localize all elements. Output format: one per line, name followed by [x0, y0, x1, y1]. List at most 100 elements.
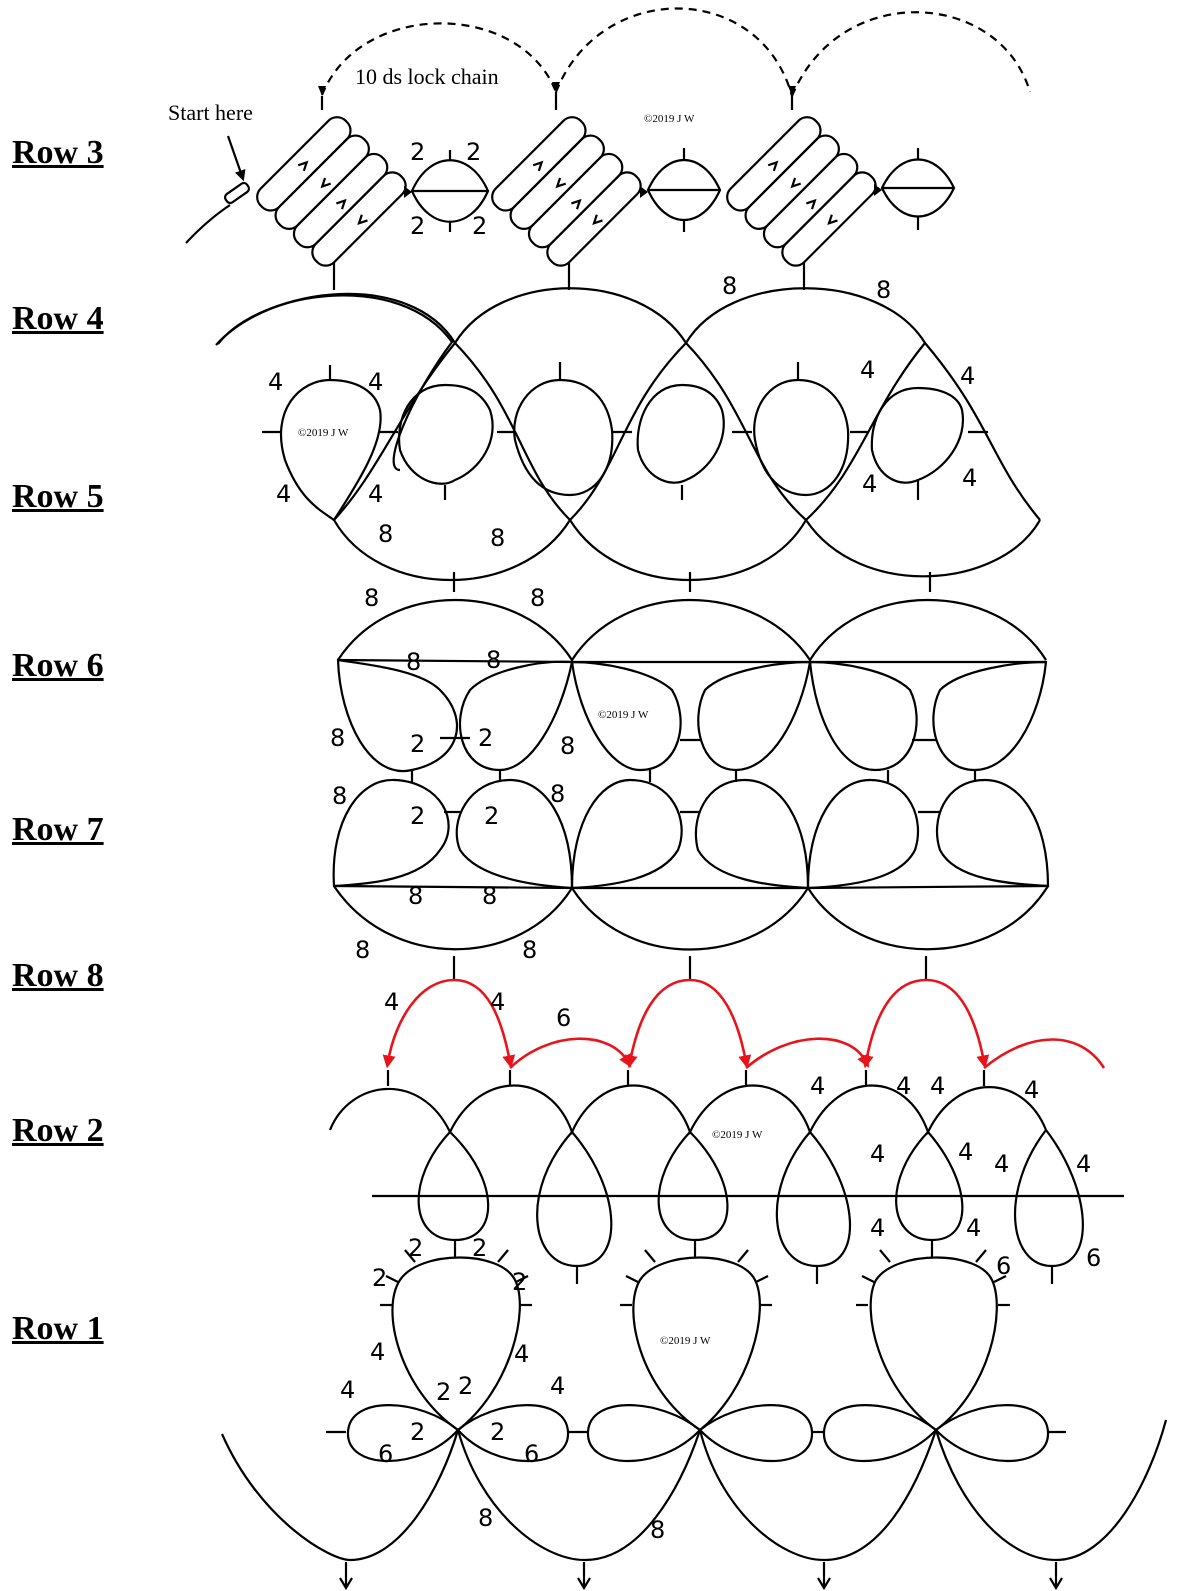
stitch-count: 4: [1024, 1076, 1039, 1104]
lock-chain-label: 10 ds lock chain: [355, 64, 499, 89]
stitch-count: 2: [410, 730, 425, 758]
stitch-count: 8: [364, 584, 379, 612]
row1-diagram: ©2019 J W 2 2 2 2 4 4 4 4 2 2 2 2 6: [220, 1234, 1168, 1591]
stitch-count: 8: [332, 782, 347, 810]
stitch-count: 4: [368, 480, 383, 508]
stitch-count: 4: [276, 480, 291, 508]
stitch-count: 8: [490, 524, 505, 552]
stitch-count: 4: [268, 368, 283, 396]
row8-chain-arc: [745, 1037, 869, 1069]
start-thread: [185, 204, 231, 244]
stitch-count: 8: [478, 1504, 493, 1532]
stitch-count: 2: [408, 1234, 423, 1262]
row-2-label: Row 2: [12, 1112, 104, 1149]
copyright-mark: ©2019 J W: [644, 113, 695, 125]
stitch-count: 8: [530, 584, 545, 612]
row-7-label: Row 7: [12, 811, 104, 848]
stitch-count: 4: [340, 1376, 355, 1404]
stitch-count: 8: [482, 882, 497, 910]
stitch-count: 2: [490, 1418, 505, 1446]
stitch-count: 4: [490, 988, 505, 1016]
row-1-label: Row 1: [12, 1310, 104, 1347]
row5-ring: [380, 383, 494, 500]
stitch-count: 8: [722, 272, 737, 300]
row5-ring: ©2019 J W: [262, 365, 382, 522]
row8-chain-arc: [624, 978, 691, 1069]
split-chain-block: [491, 116, 642, 267]
row-8-label: Row 8: [12, 957, 104, 994]
start-here-label: Start here: [168, 100, 253, 125]
stitch-count: 8: [522, 936, 537, 964]
stitch-count: 6: [996, 1252, 1011, 1280]
row4-5-diagram: ©2019 J W 8 8 4 4 4 4 8 8 4 4: [215, 272, 1041, 581]
row8-chain-arc: [983, 1038, 1106, 1070]
row5-ring: [497, 362, 632, 497]
stitch-count: 4: [994, 1150, 1009, 1178]
stitch-count: 6: [1086, 1244, 1101, 1272]
stitch-count: 4: [870, 1214, 885, 1242]
stitch-count: 2: [410, 138, 425, 166]
stitch-count: 8: [550, 780, 565, 808]
row8-chain-arc: [382, 978, 455, 1069]
row5-ring: [636, 383, 752, 500]
row-3-label: Row 3: [12, 134, 104, 171]
stitch-count: 4: [384, 988, 399, 1016]
row8-connectors: 4 4 6: [382, 978, 1106, 1070]
row8-chain-arc: [509, 1037, 632, 1069]
stitch-count: 4: [550, 1372, 565, 1400]
stitch-count: 4: [966, 1214, 981, 1242]
stitch-count: 6: [556, 1004, 571, 1032]
start-bead: [223, 181, 251, 205]
stitch-count: 2: [466, 138, 481, 166]
row8-chain-arc: [453, 978, 516, 1069]
stitch-count: 8: [330, 724, 345, 752]
stitch-count: 8: [876, 276, 891, 304]
stitch-count: 4: [930, 1072, 945, 1100]
stitch-count: 2: [410, 1418, 425, 1446]
row2-diagram: ©2019 J W 4 4 4 4 4 4 4 4 4 4 6 6: [328, 1070, 1124, 1284]
row-6-label: Row 6: [12, 647, 104, 684]
row5-ring: [870, 386, 988, 500]
stitch-count: 2: [410, 802, 425, 830]
stitch-count: 4: [958, 1138, 973, 1166]
copyright-mark: ©2019 J W: [660, 1335, 711, 1347]
stitch-count: 2: [472, 1234, 487, 1262]
row6-7-diagram: ©2019 J W 8 8 8 8 8 2 2 8 8 2 2 8 8: [330, 572, 1050, 980]
stitch-count: 6: [524, 1440, 539, 1468]
split-chain-block: [256, 116, 407, 267]
stitch-count: 2: [478, 724, 493, 752]
copyright-mark: ©2019 J W: [598, 709, 649, 721]
stitch-count: 4: [860, 356, 875, 384]
stitch-count: 2: [458, 1372, 473, 1400]
stitch-count: 4: [962, 464, 977, 492]
lock-chain-arc: [554, 7, 794, 97]
stitch-count: 8: [560, 732, 575, 760]
row-4-label: Row 4: [12, 300, 104, 337]
lock-chain-arc: [790, 11, 1032, 97]
row8-chain-arc: [860, 978, 927, 1069]
stitch-count: 2: [512, 1268, 527, 1296]
stitch-count: 4: [370, 1338, 385, 1366]
stitch-count: 2: [436, 1378, 451, 1406]
row-5-label: Row 5: [12, 478, 104, 515]
stitch-count: 4: [514, 1340, 529, 1368]
stitch-count: 4: [870, 1140, 885, 1168]
stitch-count: 8: [486, 646, 501, 674]
stitch-count: 8: [408, 882, 423, 910]
copyright-mark: ©2019 J W: [298, 427, 349, 439]
stitch-count: 2: [472, 212, 487, 240]
stitch-count: 6: [378, 1440, 393, 1468]
stitch-count: 4: [862, 470, 877, 498]
stitch-count: 4: [896, 1072, 911, 1100]
stitch-count: 2: [372, 1264, 387, 1292]
stitch-count: 8: [378, 520, 393, 548]
stitch-count: 4: [368, 368, 383, 396]
stitch-count: 4: [960, 362, 975, 390]
stitch-count: 2: [484, 802, 499, 830]
stitch-count: 8: [406, 648, 421, 676]
row8-chain-arc: [689, 978, 752, 1069]
stitch-count: 4: [810, 1072, 825, 1100]
stitch-count: 8: [650, 1516, 665, 1544]
